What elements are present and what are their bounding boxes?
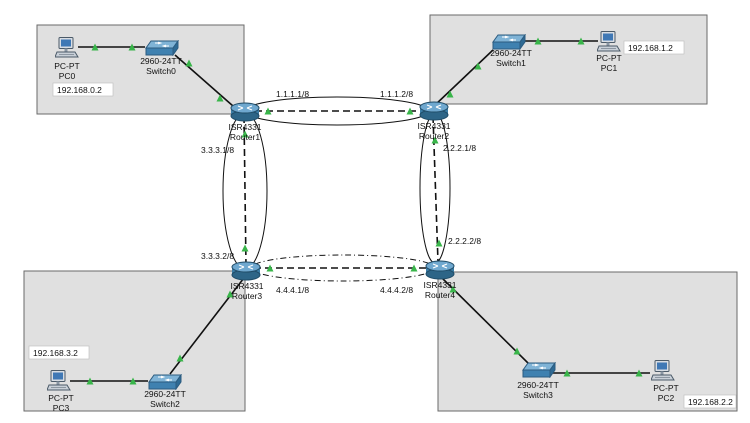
- pc3-ip-note[interactable]: 192.168.3.2: [28, 345, 90, 360]
- pc3[interactable]: PC-PT PC3: [47, 370, 74, 414]
- ip-label-r2-r4-a: 2.2.2.1/8: [443, 143, 476, 153]
- pc2-name-label: PC2: [658, 393, 675, 403]
- router4[interactable]: ISR4331 Router4: [423, 260, 457, 300]
- pc3-ip-label: 192.168.3.2: [33, 348, 78, 358]
- pc0-model-label: PC-PT: [54, 61, 80, 71]
- cable-router3-switch2[interactable]: [169, 273, 248, 375]
- pc1-ip-note[interactable]: 192.168.1.2: [623, 40, 685, 55]
- pc0-ip-note[interactable]: 192.168.0.2: [52, 82, 114, 97]
- ip-label-r1-r2-b: 1.1.1.2/8: [380, 89, 413, 99]
- router2-model-label: ISR4331: [417, 121, 450, 131]
- ip-label-r3-r4-a: 4.4.4.1/8: [276, 285, 309, 295]
- router-icon: [231, 261, 261, 281]
- switch-icon: [148, 374, 182, 390]
- router1-model-label: ISR4331: [228, 122, 261, 132]
- area-lan1: [429, 14, 708, 105]
- switch3[interactable]: 2960-24TT Switch3: [517, 362, 559, 400]
- switch-icon: [522, 362, 556, 378]
- cable-switch1-router2[interactable]: [433, 49, 494, 107]
- pc2-ip-label: 192.168.2.2: [688, 397, 733, 407]
- switch1[interactable]: 2960-24TT Switch1: [490, 34, 532, 68]
- ip-label-r3-r4-b: 4.4.4.2/8: [380, 285, 413, 295]
- switch0[interactable]: 2960-24TT Switch0: [140, 40, 182, 76]
- router4-name-label: Router4: [425, 290, 456, 300]
- pc3-name-label: PC3: [53, 403, 70, 413]
- router1-name-label: Router1: [230, 132, 261, 142]
- pc0-name-label: PC0: [59, 71, 76, 81]
- router2-name-label: Router2: [419, 131, 450, 141]
- switch2-name-label: Switch2: [150, 399, 180, 409]
- pc0[interactable]: PC-PT PC0: [54, 37, 80, 82]
- router2[interactable]: ISR4331 Router2: [417, 101, 451, 141]
- pc2[interactable]: PC-PT PC2: [651, 360, 679, 404]
- switch2[interactable]: 2960-24TT Switch2: [144, 374, 186, 409]
- cable-router1-router3[interactable]: [243, 115, 247, 267]
- switch0-name-label: Switch0: [146, 66, 176, 76]
- router1[interactable]: ISR4331 Router1: [228, 102, 262, 142]
- ip-label-r1-r3-a: 3.3.3.1/8: [201, 145, 234, 155]
- area-lan2: [437, 271, 738, 412]
- switch3-name-label: Switch3: [523, 390, 553, 400]
- router3-name-label: Router3: [232, 291, 263, 301]
- pc2-ip-note[interactable]: 192.168.2.2: [683, 394, 737, 409]
- pc2-model-label: PC-PT: [653, 383, 679, 393]
- switch1-name-label: Switch1: [496, 58, 526, 68]
- switch2-model-label: 2960-24TT: [144, 389, 186, 399]
- cable-switch0-router1[interactable]: [174, 54, 234, 107]
- router3[interactable]: ISR4331 Router3: [230, 261, 264, 301]
- pc1-ip-label: 192.168.1.2: [628, 43, 673, 53]
- ip-label-r2-r4-b: 2.2.2.2/8: [448, 236, 481, 246]
- ip-label-r1-r2-a: 1.1.1.1/8: [276, 89, 309, 99]
- switch1-model-label: 2960-24TT: [490, 48, 532, 58]
- router4-model-label: ISR4331: [423, 280, 456, 290]
- switch3-model-label: 2960-24TT: [517, 380, 559, 390]
- switch-icon: [492, 34, 526, 50]
- router3-model-label: ISR4331: [230, 281, 263, 291]
- router-icon: [425, 260, 455, 280]
- pc1[interactable]: PC-PT PC1: [596, 31, 622, 74]
- pc3-model-label: PC-PT: [48, 393, 74, 403]
- pc0-ip-label: 192.168.0.2: [57, 85, 102, 95]
- switch-icon: [145, 40, 179, 56]
- switch0-model-label: 2960-24TT: [140, 56, 182, 66]
- ip-label-r1-r3-b: 3.3.3.2/8: [201, 251, 234, 261]
- router-icon: [230, 102, 260, 122]
- pc1-model-label: PC-PT: [596, 53, 622, 63]
- router-icon: [419, 101, 449, 121]
- pc1-name-label: PC1: [601, 63, 618, 73]
